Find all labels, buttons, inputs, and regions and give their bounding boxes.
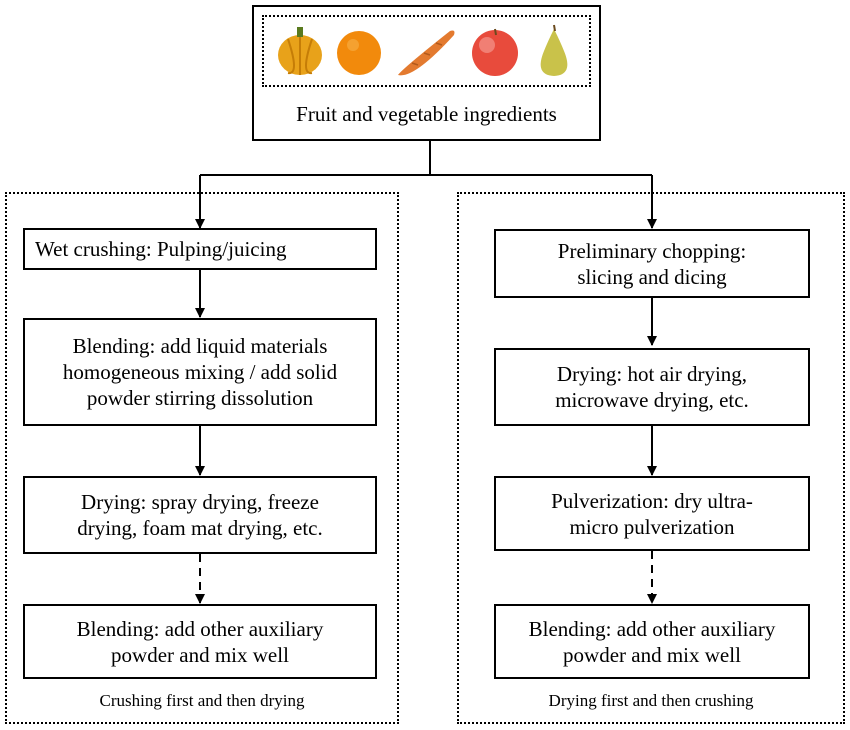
left-panel-caption: Crushing first and then drying (99, 691, 305, 710)
carrot-image (397, 30, 454, 76)
fruit-images-row (262, 15, 591, 87)
right-step-4: Blending: add other auxiliary powder and… (494, 604, 810, 679)
right-step-1: Preliminary chopping: slicing and dicing (494, 229, 810, 298)
right-panel-caption: Drying first and then crushing (548, 691, 754, 710)
pumpkin-image (277, 27, 322, 75)
right-step-3: Pulverization: dry ultra- micro pulveriz… (494, 476, 810, 551)
ingredients-label: Fruit and vegetable ingredients (296, 102, 557, 126)
orange-image (336, 31, 381, 75)
apple-image (471, 28, 518, 76)
left-step-2: Blending: add liquid materials homogeneo… (23, 318, 377, 426)
left-step-4: Blending: add other auxiliary powder and… (23, 604, 377, 679)
left-step-3: Drying: spray drying, freeze drying, foa… (23, 476, 377, 554)
pear-image (540, 24, 567, 76)
left-step-1: Wet crushing: Pulping/juicing (23, 228, 377, 270)
right-step-2: Drying: hot air drying, microwave drying… (494, 348, 810, 426)
left-process-panel (5, 192, 399, 724)
right-process-panel (457, 192, 845, 724)
